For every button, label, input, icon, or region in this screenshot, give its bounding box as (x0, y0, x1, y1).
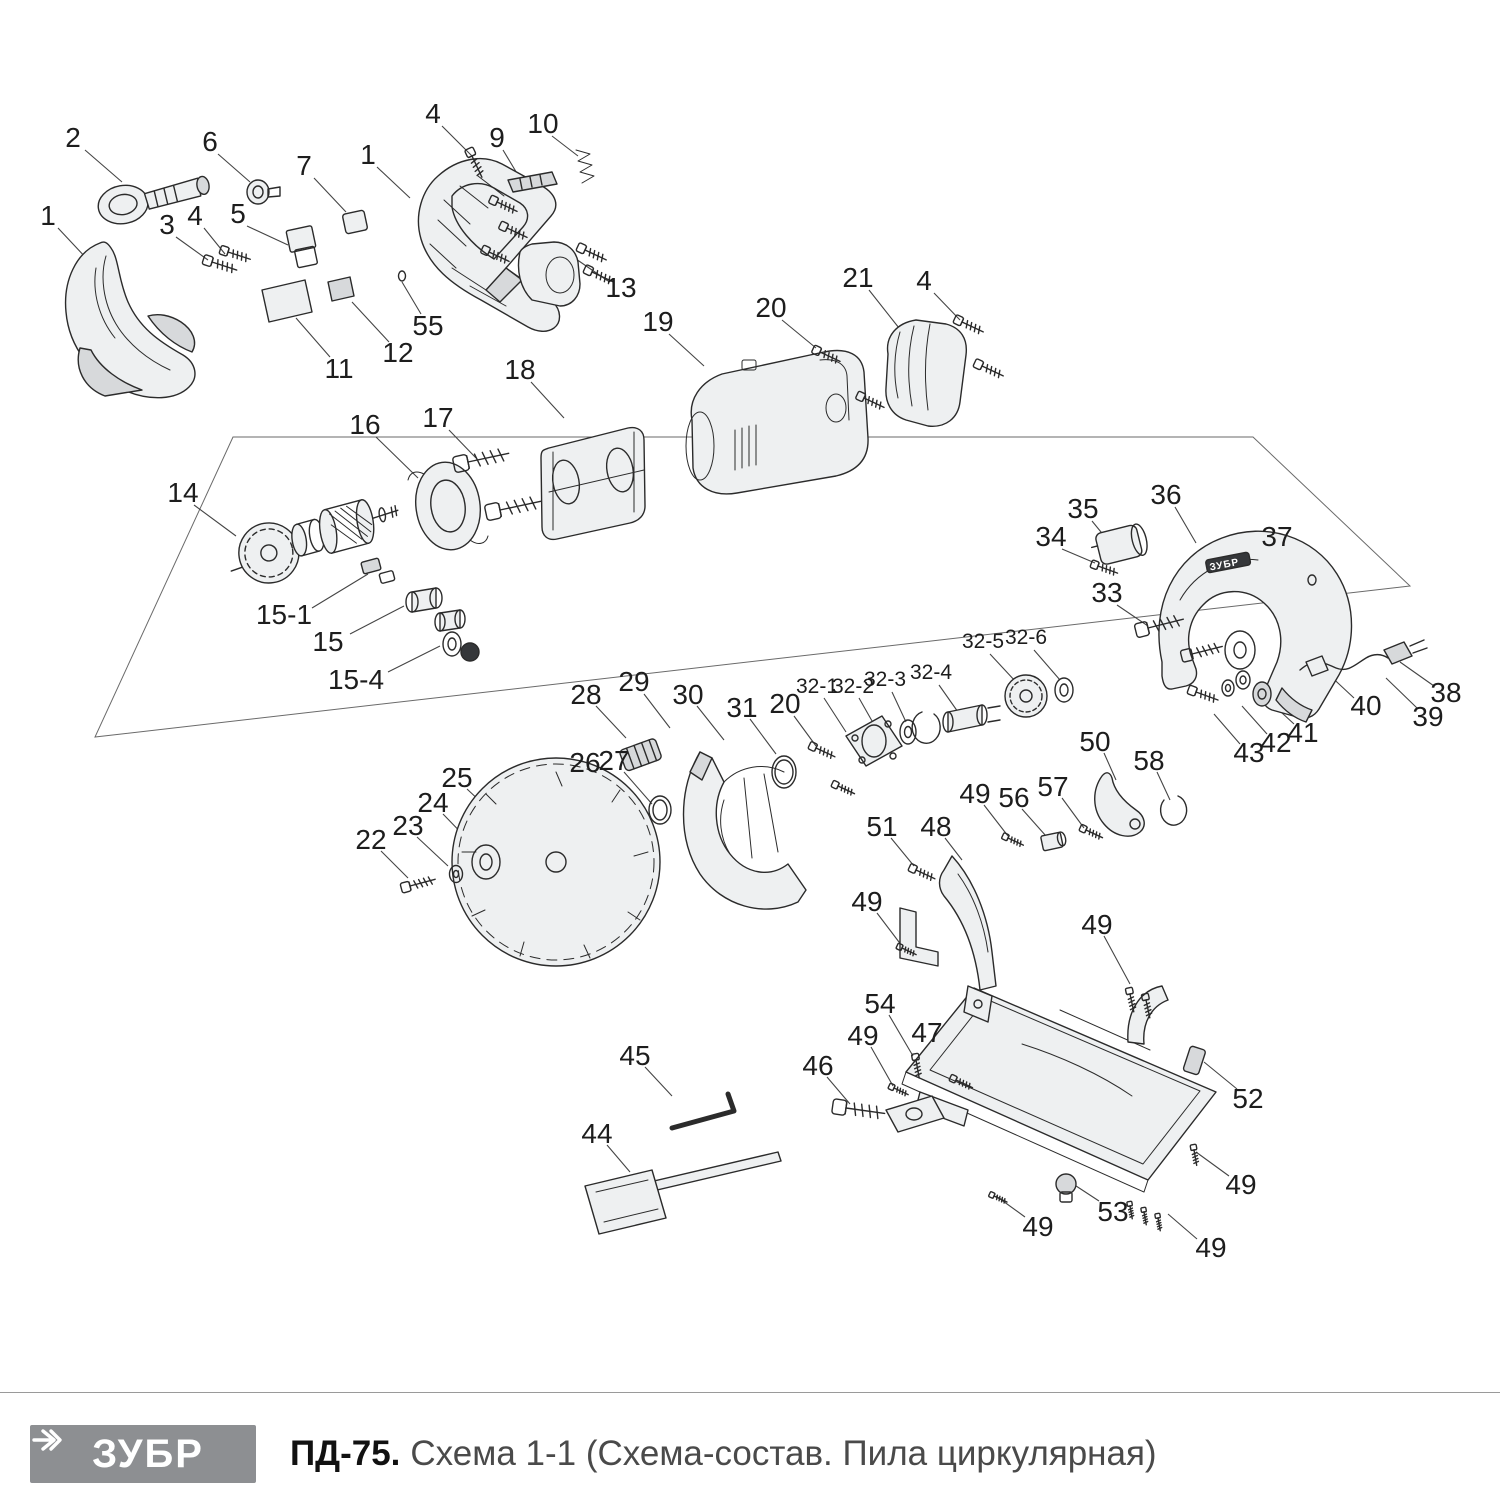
part-stator (541, 428, 645, 540)
part-nut-56 (1041, 831, 1068, 851)
part-bearing-cover (408, 458, 488, 554)
part-lever-50 (1095, 773, 1144, 836)
part-brush-holder (286, 226, 318, 268)
part-cap-15-4 (443, 632, 479, 661)
exploded-diagram: ЗУБР (0, 0, 1500, 1390)
part-hex-key (672, 1094, 734, 1128)
part-spindle-32-4 (943, 705, 1000, 732)
part-bearing-32-6 (1055, 678, 1073, 702)
part-switch-block (519, 242, 581, 306)
part-circlip-58 (1161, 796, 1187, 825)
brand-name: ЗУБР (92, 1431, 204, 1476)
footer-divider (0, 1392, 1500, 1393)
part-rip-fence (585, 1152, 781, 1234)
part-washer-32-2 (900, 720, 916, 744)
part-bushings (406, 588, 465, 631)
model-number: ПД-75. (290, 1434, 401, 1473)
part-bearing-sleeve (361, 558, 395, 584)
part-name-plate (508, 172, 557, 192)
diagram-svg: ЗУБР (0, 0, 1500, 1390)
part-aux-handle (95, 171, 213, 228)
part-angle-bracket (900, 908, 938, 966)
part-knob-53 (1056, 1174, 1076, 1202)
part-spring (576, 150, 594, 183)
part-cap (342, 210, 368, 234)
part-button (247, 180, 280, 204)
part-rear-handle-left (66, 242, 195, 398)
part-upper-guard (1159, 531, 1352, 722)
part-small-motor (1089, 522, 1150, 566)
part-lower-guard (684, 752, 807, 909)
footer-caption: ПД-75.Схема 1-1 (Схема-состав. Пила цирк… (290, 1434, 1157, 1474)
part-saw-blade (452, 758, 660, 966)
part-grip-28 (619, 738, 662, 772)
brand-logo: ЗУБР (30, 1425, 256, 1483)
part-base-plate (902, 988, 1216, 1192)
part-outer-flange (472, 845, 500, 879)
part-washer-23 (450, 866, 463, 883)
part-rotor (223, 494, 405, 588)
schema-title: Схема 1-1 (Схема-состав. Пила циркулярна… (410, 1434, 1157, 1473)
part-plate-11 (262, 280, 312, 322)
part-pivot-bracket (964, 986, 992, 1022)
part-depth-arm (940, 856, 997, 990)
footer: ЗУБР ПД-75.Схема 1-1 (Схема-состав. Пила… (30, 1422, 1470, 1486)
part-block-12 (328, 277, 354, 301)
part-power-cord (1300, 640, 1427, 676)
part-clamp-52 (1183, 1046, 1206, 1076)
part-ring-31 (772, 756, 796, 788)
part-pin-37 (1308, 575, 1316, 585)
part-bearing-flange (846, 716, 902, 766)
part-washers-42-43 (1222, 671, 1271, 706)
part-circlip-32-3 (912, 712, 940, 743)
part-clamp-plate (886, 1096, 944, 1132)
part-pin-55 (399, 271, 406, 281)
part-gear-32-5 (1005, 675, 1047, 717)
part-motor-housing (686, 351, 868, 494)
perspective-plane (95, 437, 1410, 737)
part-rear-cover (886, 320, 966, 426)
